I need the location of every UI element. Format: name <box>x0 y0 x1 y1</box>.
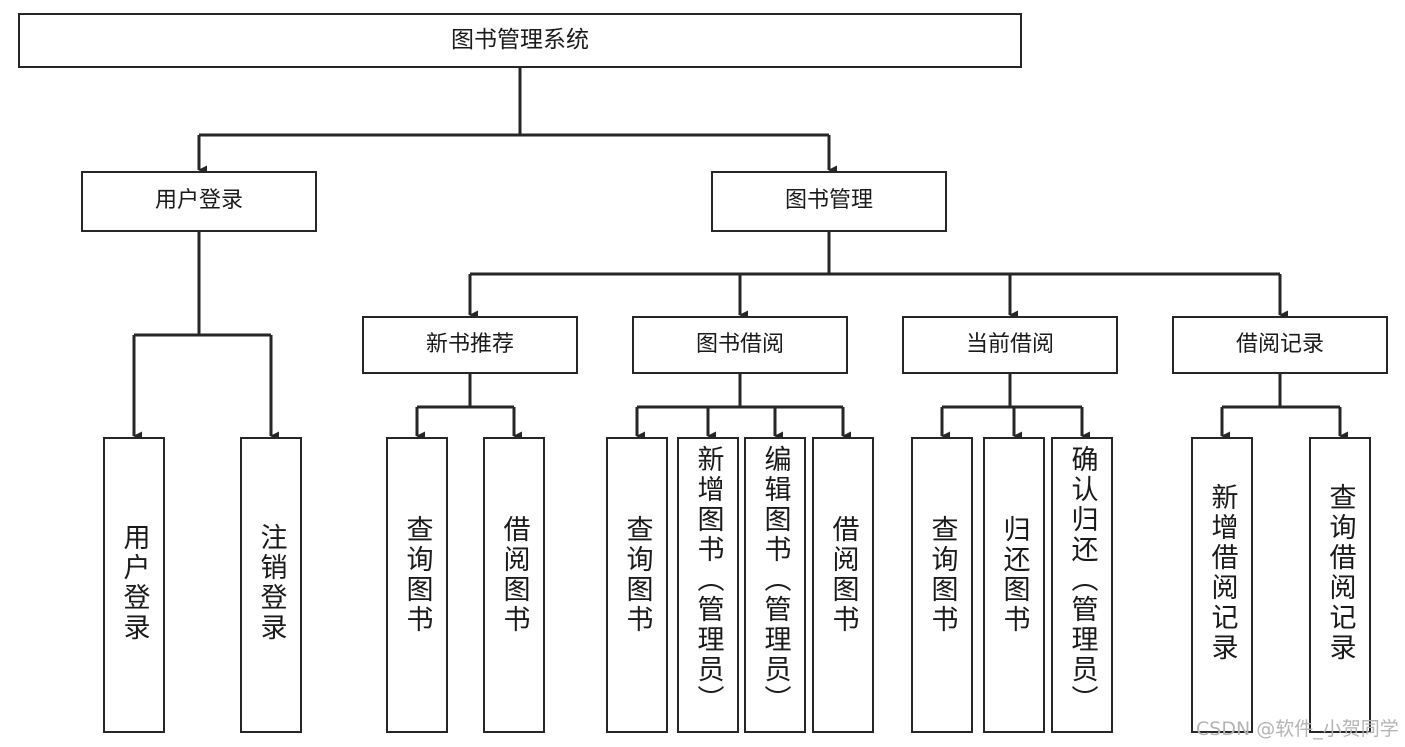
node-new-book-rec[interactable]: 新书推荐 <box>362 316 578 374</box>
node-label-leaf-return-book: 归还图书 <box>998 515 1030 635</box>
node-label-root: 图书管理系统 <box>451 26 589 53</box>
node-borrow-record[interactable]: 借阅记录 <box>1172 316 1388 374</box>
node-label-leaf-confirm-return: 确认归还（管理员） <box>1066 445 1098 715</box>
node-leaf-edit-book[interactable]: 编辑图书（管理员） <box>744 437 806 733</box>
node-leaf-add-record[interactable]: 新增借阅记录 <box>1191 437 1253 733</box>
node-label-current-borrow: 当前借阅 <box>965 331 1054 357</box>
node-label-leaf-query-book-3: 查询图书 <box>926 515 958 635</box>
node-label-leaf-query-record: 查询借阅记录 <box>1324 483 1356 663</box>
watermark-text: CSDN @软件_小贺同学 <box>1196 718 1399 740</box>
node-label-leaf-borrow-book-1: 借阅图书 <box>498 515 530 635</box>
node-label-leaf-add-book: 新增图书（管理员） <box>692 445 724 715</box>
node-leaf-user-login[interactable]: 用户登录 <box>103 437 165 733</box>
node-root[interactable]: 图书管理系统 <box>18 13 1022 68</box>
node-label-book-manage: 图书管理 <box>784 188 873 214</box>
node-leaf-query-record[interactable]: 查询借阅记录 <box>1309 437 1371 733</box>
node-leaf-user-logout[interactable]: 注销登录 <box>240 437 302 733</box>
node-label-leaf-query-book-2: 查询图书 <box>621 515 653 635</box>
node-leaf-confirm-return[interactable]: 确认归还（管理员） <box>1051 437 1113 733</box>
node-label-user-login: 用户登录 <box>154 188 243 214</box>
node-label-leaf-edit-book: 编辑图书（管理员） <box>759 445 791 715</box>
node-label-leaf-query-book-1: 查询图书 <box>401 515 433 635</box>
node-leaf-query-book-1[interactable]: 查询图书 <box>386 437 448 733</box>
node-label-leaf-user-login: 用户登录 <box>118 523 150 643</box>
node-label-leaf-borrow-book-2: 借阅图书 <box>827 515 859 635</box>
connector-lines <box>132 68 1348 441</box>
node-leaf-borrow-book-2[interactable]: 借阅图书 <box>812 437 874 733</box>
node-leaf-borrow-book-1[interactable]: 借阅图书 <box>483 437 545 733</box>
node-label-book-borrow: 图书借阅 <box>695 331 784 357</box>
node-current-borrow[interactable]: 当前借阅 <box>902 316 1118 374</box>
node-label-borrow-record: 借阅记录 <box>1235 331 1324 357</box>
node-leaf-query-book-3[interactable]: 查询图书 <box>911 437 973 733</box>
node-user-login[interactable]: 用户登录 <box>81 171 317 232</box>
node-label-new-book-rec: 新书推荐 <box>425 331 514 357</box>
node-book-manage[interactable]: 图书管理 <box>711 171 947 232</box>
node-leaf-query-book-2[interactable]: 查询图书 <box>606 437 668 733</box>
node-leaf-add-book[interactable]: 新增图书（管理员） <box>677 437 739 733</box>
node-label-leaf-user-logout: 注销登录 <box>255 523 287 643</box>
node-leaf-return-book[interactable]: 归还图书 <box>983 437 1045 733</box>
node-label-leaf-add-record: 新增借阅记录 <box>1206 483 1238 663</box>
node-book-borrow[interactable]: 图书借阅 <box>632 316 848 374</box>
